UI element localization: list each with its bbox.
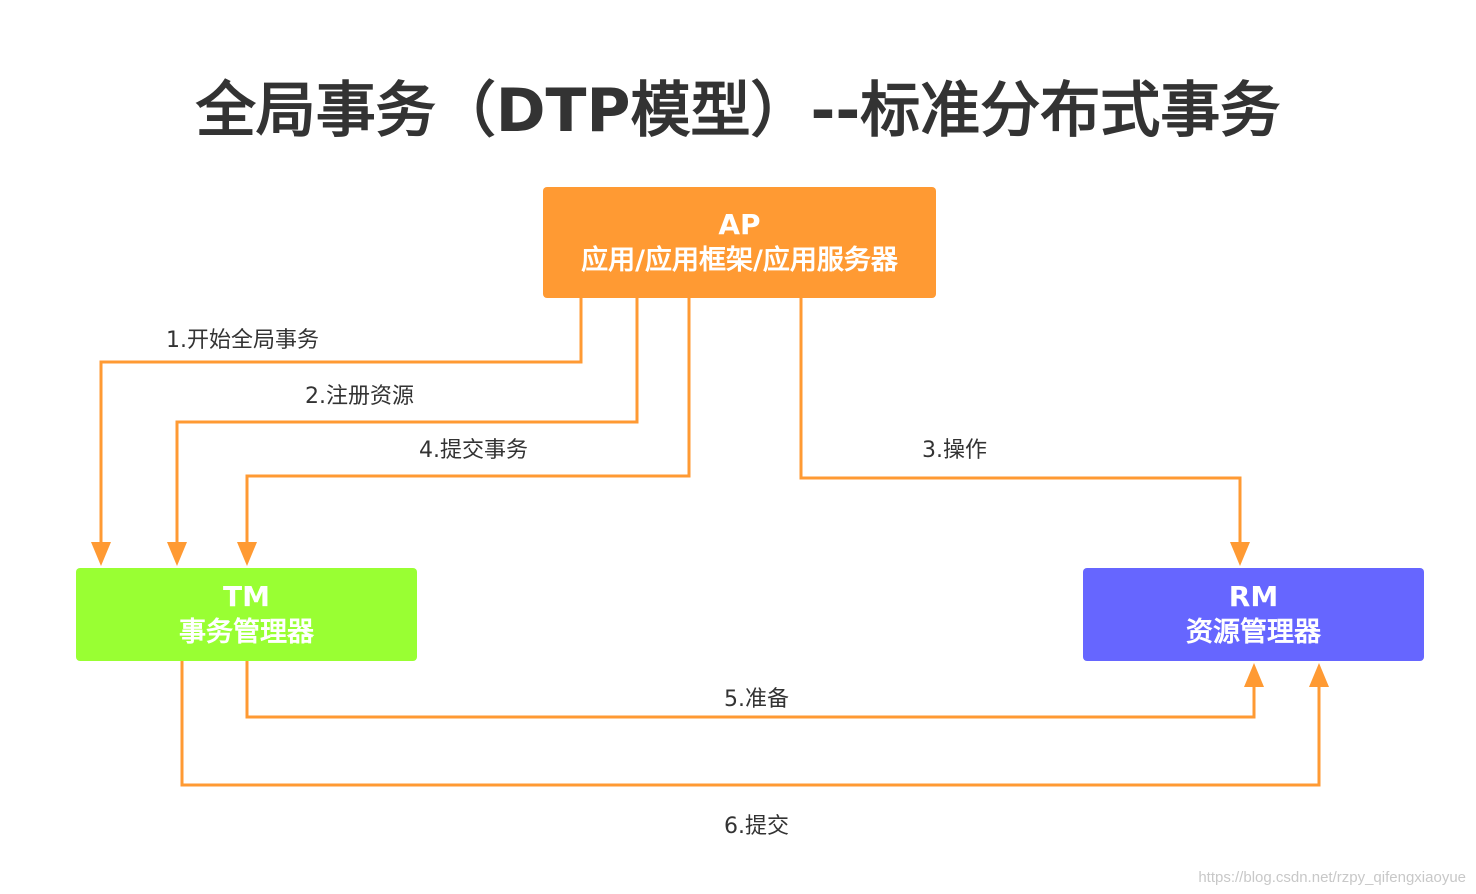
edge-4-arrowhead xyxy=(237,542,257,566)
node-rm-code: RM xyxy=(1228,579,1279,613)
edge-5-label: 5.准备 xyxy=(724,687,789,712)
node-tm: TM 事务管理器 xyxy=(76,568,417,661)
node-tm-desc: 事务管理器 xyxy=(179,616,314,648)
edge-2-arrowhead xyxy=(167,542,187,566)
edge-1-line xyxy=(99,298,583,544)
edge-1-arrowhead xyxy=(91,542,111,566)
edge-6-line xyxy=(180,661,1321,787)
watermark-text: https://blog.csdn.net/rzpy_qifengxiaoyue xyxy=(1198,869,1466,886)
edge-6-arrowhead xyxy=(1309,663,1329,687)
node-rm: RM 资源管理器 xyxy=(1083,568,1424,661)
edge-3-arrowhead xyxy=(1230,542,1250,566)
edge-2-line xyxy=(175,298,639,544)
node-ap-code: AP xyxy=(718,207,761,241)
edge-5-arrowhead xyxy=(1244,663,1264,687)
diagram-title: 全局事务（DTP模型）--标准分布式事务 xyxy=(195,76,1281,146)
edge-3-label: 3.操作 xyxy=(922,438,987,463)
edge-1-label: 1.开始全局事务 xyxy=(166,328,319,353)
edge-2-label: 2.注册资源 xyxy=(305,384,414,409)
node-ap: AP 应用/应用框架/应用服务器 xyxy=(543,187,936,298)
node-ap-desc: 应用/应用框架/应用服务器 xyxy=(581,244,898,276)
edge-4-line xyxy=(245,298,691,544)
edge-3-line xyxy=(799,298,1242,544)
node-rm-desc: 资源管理器 xyxy=(1186,616,1321,648)
edge-4-label: 4.提交事务 xyxy=(419,438,528,463)
node-tm-code: TM xyxy=(223,579,270,613)
edge-6-label: 6.提交 xyxy=(724,814,789,839)
edge-5-line xyxy=(245,661,1256,719)
